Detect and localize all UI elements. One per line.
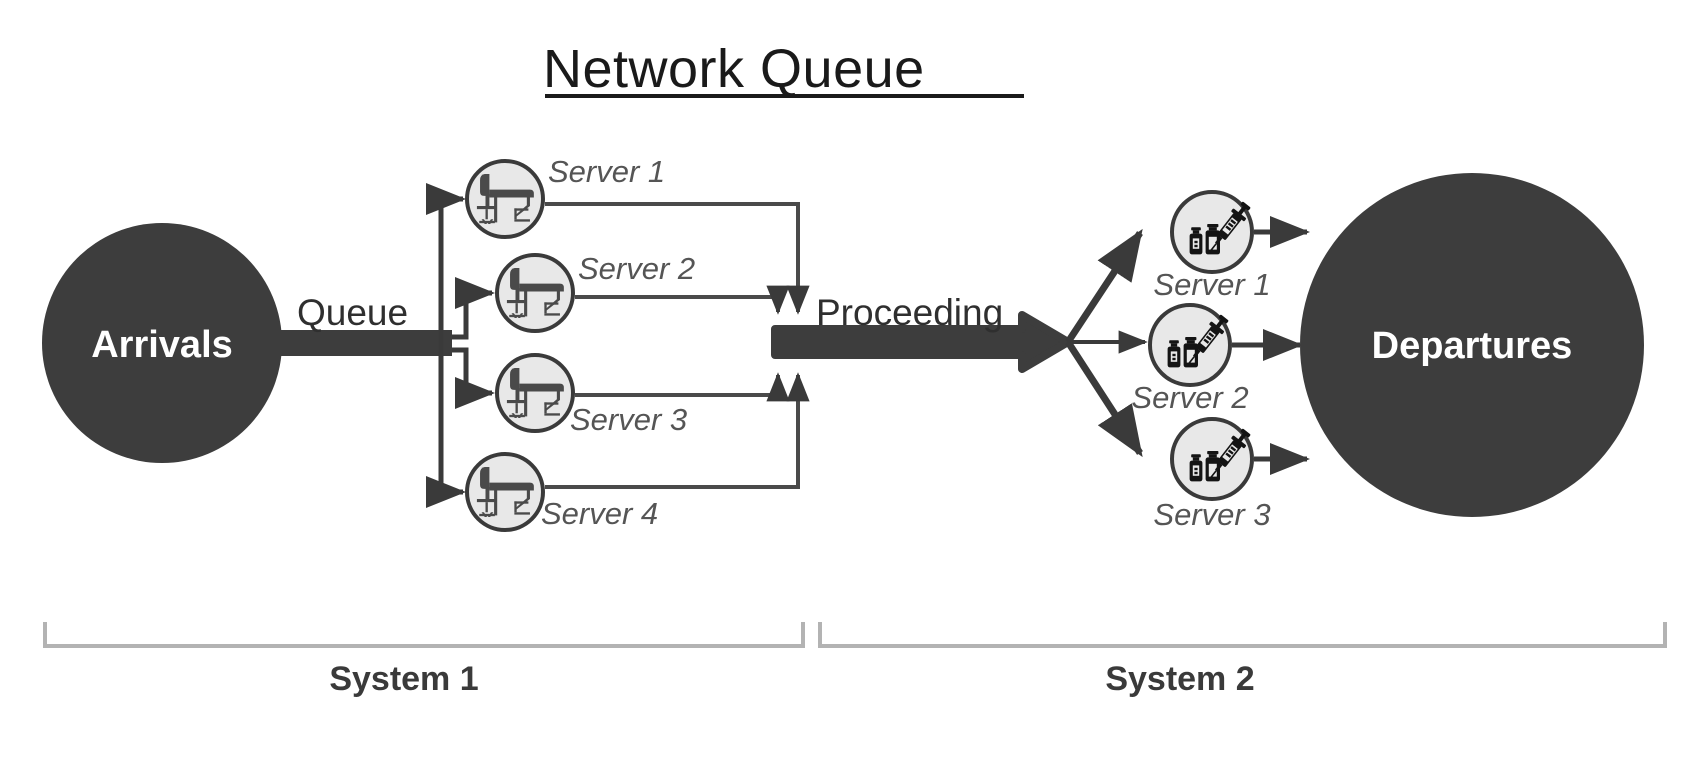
arrivals-label: Arrivals: [91, 324, 233, 366]
page-title: Network Queue: [543, 39, 1024, 99]
system1-server-4[interactable]: Server 4: [465, 452, 658, 532]
system2-label: System 2: [1105, 660, 1254, 698]
system1-fanout: [425, 182, 495, 508]
system1-label: System 1: [329, 660, 478, 698]
proceeding-flow: Proceeding: [771, 292, 1072, 373]
system1-merge: [545, 202, 810, 489]
queue-label: Queue: [297, 292, 408, 333]
branch-to-s2-server-1: [1065, 228, 1143, 344]
system1-server-2-label: Server 2: [578, 251, 695, 286]
queue-flow: Queue: [270, 292, 452, 356]
system1-server-1-label: Server 1: [548, 154, 665, 189]
desk-chair-icon: [495, 253, 575, 333]
system2-bracket: [818, 622, 1667, 648]
branch-to-server-3: [452, 347, 495, 409]
system2-server-3-label: Server 3: [1153, 497, 1270, 532]
system1-servers: Server 1 Server 2 Server 3 Server 4: [465, 154, 695, 532]
system2-server-1[interactable]: Server 1: [1153, 190, 1271, 302]
departures-circle: [1300, 173, 1644, 517]
system2-server-2[interactable]: Server 2: [1131, 303, 1249, 415]
system1-server-3-label: Server 3: [570, 402, 687, 437]
branch-to-server-1: [425, 182, 466, 343]
branch-to-s2-server-3: [1065, 340, 1143, 458]
queue-bar: [270, 330, 452, 356]
proceeding-arrow: [771, 311, 1072, 373]
merge-from-server-1: [545, 202, 810, 315]
desk-chair-icon: [495, 353, 575, 433]
branch-to-server-2: [452, 276, 495, 340]
system1-bracket: [43, 622, 805, 648]
page-title-text: Network Queue: [543, 39, 925, 99]
branch-to-server-4: [425, 343, 466, 508]
merge-from-server-4: [545, 372, 810, 489]
departures-label: Departures: [1372, 325, 1573, 367]
arrivals-circle: [42, 223, 282, 463]
system2-server-3[interactable]: Server 3: [1153, 417, 1271, 532]
proceeding-label: Proceeding: [816, 292, 1003, 333]
system-brackets: [43, 622, 1667, 648]
merge-from-server-3: [575, 372, 790, 402]
merge-from-server-2: [575, 285, 790, 315]
desk-chair-icon: [465, 452, 545, 532]
desk-chair-icon: [465, 159, 545, 239]
system1-server-1[interactable]: Server 1: [465, 154, 665, 239]
system1-server-3[interactable]: Server 3: [495, 353, 687, 437]
system2-to-departures: [1232, 215, 1310, 475]
departures-node[interactable]: Departures: [1300, 173, 1644, 517]
system1-server-4-label: Server 4: [541, 496, 658, 531]
system2-servers: Server 1 Server 2 Server 3: [1131, 190, 1271, 532]
system2-fanout: [1065, 228, 1143, 458]
system2-server-2-label: Server 2: [1131, 380, 1248, 415]
arrivals-node[interactable]: Arrivals: [42, 223, 282, 463]
system1-server-2[interactable]: Server 2: [495, 251, 695, 333]
system2-server-1-label: Server 1: [1153, 267, 1270, 302]
